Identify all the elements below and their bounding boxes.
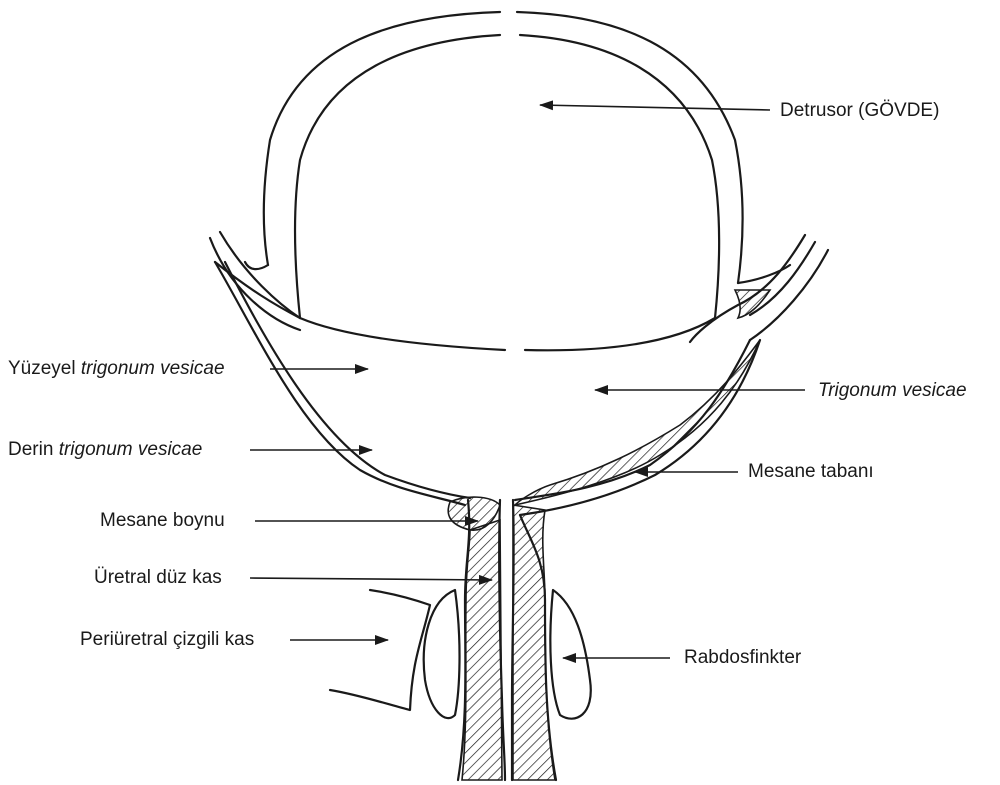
label-detrusor: Detrusor (GÖVDE) <box>780 101 939 120</box>
arrow-uretral-duz-kas <box>250 578 492 580</box>
periurethral-muscle-outline <box>330 590 430 710</box>
bladder-floor <box>300 318 715 350</box>
label-mesane-boynu-text: Mesane boynu <box>100 510 225 531</box>
label-mesane-boynu: Mesane boynu <box>100 511 225 530</box>
label-periuretral-cizgili-kas: Periüretral çizgili kas <box>80 630 254 649</box>
label-rabdosfinkter: Rabdosfinkter <box>684 648 801 667</box>
label-mesane-tabani: Mesane tabanı <box>748 462 874 481</box>
label-uretral-duz-kas: Üretral düz kas <box>94 568 222 587</box>
label-yuzeyel-prefix: Yüzeyel <box>8 358 76 379</box>
detrusor-dome <box>264 12 743 318</box>
label-rabdosfinkter-text: Rabdosfinkter <box>684 647 801 668</box>
label-uretral-duz-kas-text: Üretral düz kas <box>94 567 222 588</box>
label-detrusor-text: Detrusor (GÖVDE) <box>780 100 939 121</box>
arrow-detrusor <box>540 105 770 110</box>
label-yuzeyel-italic: trigonum vesicae <box>81 358 225 379</box>
label-derin-italic: trigonum vesicae <box>59 439 203 460</box>
label-yuzeyel-trigonum: Yüzeyel trigonum vesicae <box>8 359 225 378</box>
label-periuretral-text: Periüretral çizgili kas <box>80 629 254 650</box>
label-derin-trigonum: Derin trigonum vesicae <box>8 440 202 459</box>
label-derin-prefix: Derin <box>8 439 53 460</box>
label-trigonum-text: Trigonum vesicae <box>818 380 967 401</box>
hatched-muscle <box>448 290 770 780</box>
label-trigonum-vesicae: Trigonum vesicae <box>818 381 967 400</box>
rhabdosphincter-right <box>550 590 590 719</box>
label-mesane-tabani-text: Mesane tabanı <box>748 461 874 482</box>
